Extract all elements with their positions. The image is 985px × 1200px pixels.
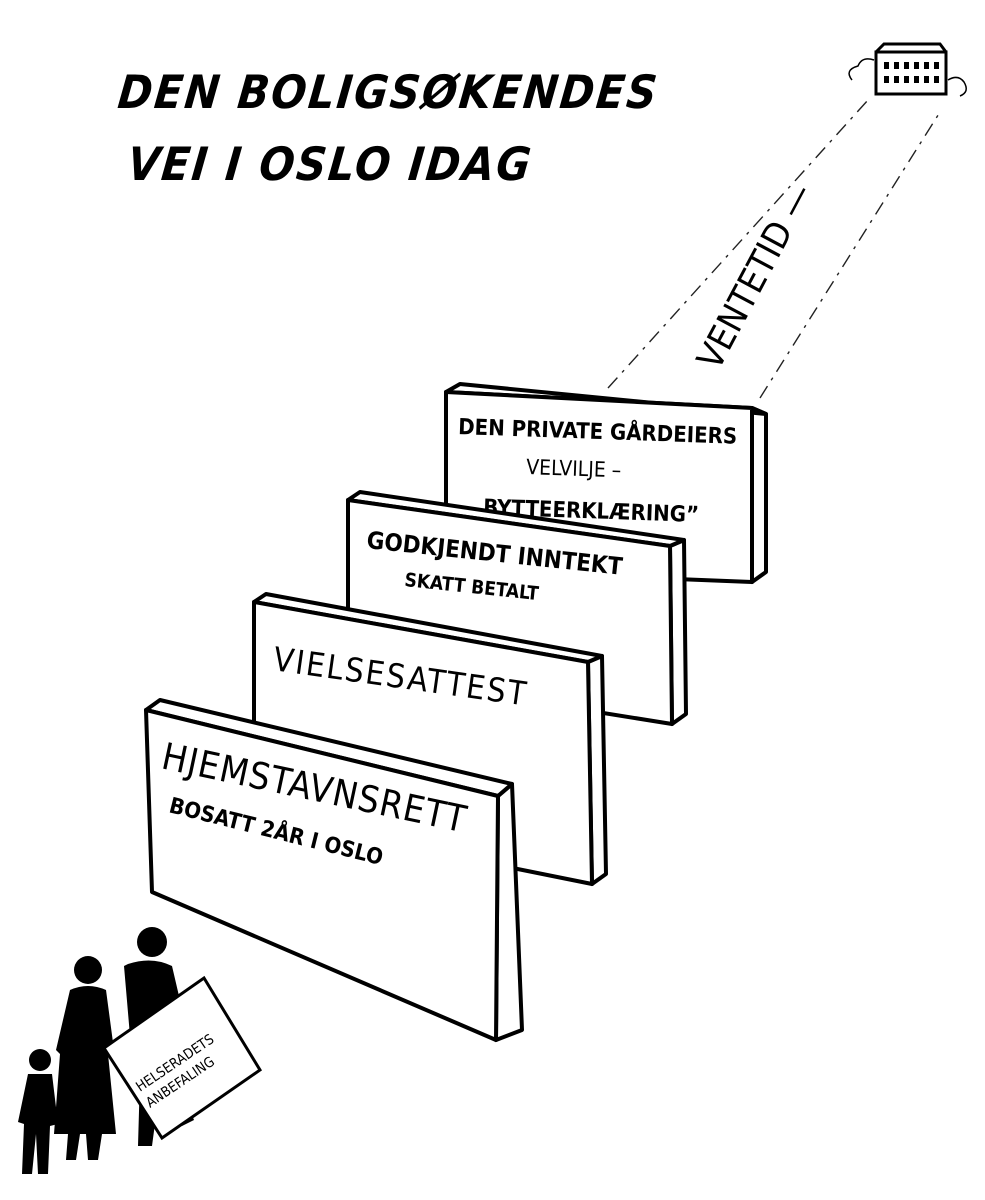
road-edge-right <box>759 111 941 399</box>
poster-title: DEN BOLIGSØKENDES VEI I OSLO IDAG <box>115 65 661 191</box>
waiting-road: VENTETID — <box>607 99 941 399</box>
road-label: VENTETID — <box>690 177 822 376</box>
wall-landlord-goodwill: DEN PRIVATE GÅRDEIERS VELVILJE – „BYTTEE… <box>444 382 768 584</box>
road-edge-left <box>607 99 869 389</box>
recommendation-sign: HELSERADETS ANBEFALING <box>101 975 263 1141</box>
woman-figure <box>54 956 116 1160</box>
house-icon <box>848 42 967 97</box>
wall-right-of-residence: HJEMSTAVNSRETT BOSATT 2ÅR I OSLO <box>144 698 524 1042</box>
title-line-1: DEN BOLIGSØKENDES <box>115 65 661 119</box>
family-silhouette: HELSERADETS ANBEFALING <box>18 927 263 1174</box>
wall-1-line-2: VELVILJE – <box>526 455 622 482</box>
title-line-2: VEI I OSLO IDAG <box>125 137 535 191</box>
child-figure <box>18 1049 58 1174</box>
